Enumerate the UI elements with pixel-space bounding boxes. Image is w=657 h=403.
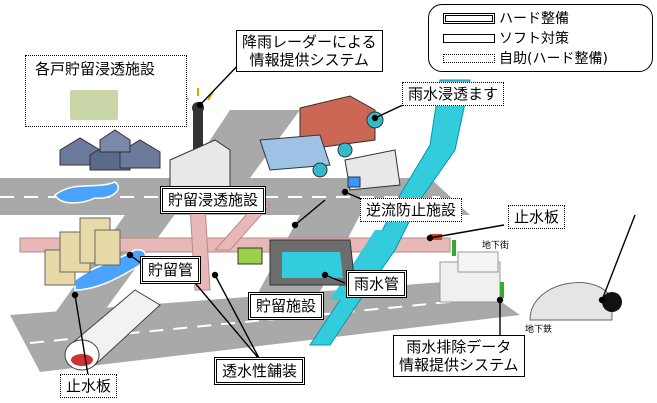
label-storage-facility: 貯留施設 [248, 292, 325, 320]
storage-pipe [64, 289, 161, 371]
storage-pool [269, 239, 356, 286]
label-underground-mall: 地下街 [482, 241, 510, 251]
legend-row-self: 自助(ハード整備) [443, 49, 608, 67]
label-rain-radar: 降雨レーダーによる 情報提供システム [236, 30, 383, 72]
underground-area [439, 251, 622, 321]
house-inset-thumbnail [70, 90, 118, 120]
bus [237, 247, 263, 265]
legend-row-hard: ハード整備 [443, 9, 569, 27]
legend-swatch-soft [443, 33, 495, 43]
label-storage-infiltration: 貯留浸透施設 [160, 186, 267, 214]
label-drainage-line1: 雨水排除データ [406, 338, 512, 356]
apartment-buildings [44, 217, 121, 286]
label-stop-water-board-left: 止水板 [60, 374, 118, 398]
label-drainage-line2: 情報提供システム [399, 356, 519, 374]
label-subway: 地下鉄 [525, 325, 553, 335]
commercial-complex [259, 95, 401, 191]
label-permeable-pavement: 透水性舗装 [214, 357, 306, 385]
small-vehicle [347, 176, 361, 188]
label-backflow-prevention: 逆流防止施設 [360, 198, 463, 222]
label-drainage-data-system: 雨水排除データ 情報提供システム [393, 335, 525, 377]
label-rainwater-pipe: 雨水管 [346, 270, 408, 298]
label-storage-pipe: 貯留管 [140, 256, 202, 284]
legend-swatch-hard [443, 12, 495, 24]
river [309, 79, 471, 346]
houses-cluster [59, 129, 161, 171]
label-infiltration-inlet: 雨水浸透ます [402, 82, 505, 106]
legend-label-soft: ソフト対策 [499, 31, 569, 47]
flood-water-left [54, 181, 119, 204]
legend-row-soft: ソフト対策 [443, 29, 569, 47]
label-each-house-storage: 各戸貯留浸透施設 [35, 60, 156, 78]
legend-label-self: 自助(ハード整備) [499, 51, 608, 67]
legend-swatch-self [443, 53, 495, 63]
label-stop-water-board-right: 止水板 [508, 205, 566, 229]
legend-label-hard: ハード整備 [499, 11, 569, 27]
callout-lines [71, 59, 636, 376]
legend-box: ハード整備 ソフト対策 自助(ハード整備) [428, 4, 653, 72]
label-rain-radar-line1: 降雨レーダーによる [242, 33, 377, 51]
label-rain-radar-line2: 情報提供システム [249, 51, 370, 69]
